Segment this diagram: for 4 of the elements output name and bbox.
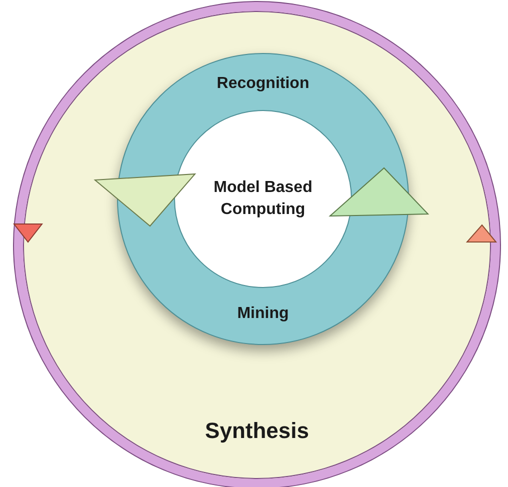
ring-label: Synthesis	[205, 418, 309, 443]
ring-label: Mining	[237, 305, 289, 322]
ring-label: Model Based Computing	[214, 179, 312, 218]
ring-label: Recognition	[216, 75, 310, 92]
